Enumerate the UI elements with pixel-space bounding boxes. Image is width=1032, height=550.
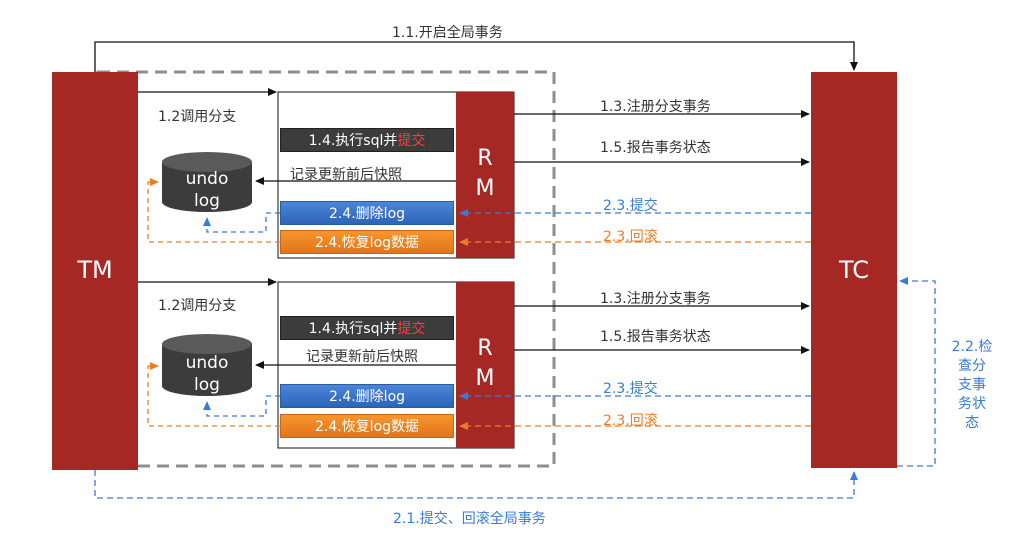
report2-label: 1.5.报告事务状态 — [600, 329, 711, 345]
restore-log2-button[interactable]: 2.4.恢复log数据 — [280, 414, 454, 438]
commit-rollback-global-arrow — [94, 470, 858, 499]
undo-log-db1-line2: log — [194, 191, 220, 211]
commit-rollback-global-label: 2.1.提交、回滚全局事务 — [393, 511, 546, 527]
check-status-line: 态 — [965, 415, 979, 431]
rm2-line1: R — [477, 336, 493, 361]
check-status-loop — [897, 277, 936, 467]
rm2-label: R M — [456, 334, 514, 394]
undo-log-db2-line2: log — [194, 375, 220, 395]
rollback1-label: 2.3.回滚 — [603, 229, 658, 245]
undo-log-db2-text: undo log — [162, 352, 252, 396]
call-branch1-label: 1.2调用分支 — [158, 109, 237, 125]
snapshot1-label: 记录更新前后快照 — [290, 167, 402, 183]
exec-sql1-button[interactable]: 1.4.执行sql并提交 — [280, 128, 454, 152]
tc-box — [811, 72, 897, 468]
check-status-line: 查分 — [958, 358, 986, 374]
delete-log1-button[interactable]: 2.4.删除log — [280, 201, 454, 225]
report1-label: 1.5.报告事务状态 — [600, 140, 711, 156]
exec-sql2-commit: 提交 — [397, 321, 426, 337]
exec-sql1-commit: 提交 — [397, 133, 426, 149]
rm1-label: R M — [456, 144, 514, 204]
restore1-to-db — [147, 178, 280, 243]
check-status-label: 2.2.检 查分 支事 务状 态 — [947, 338, 997, 433]
rm1-line1: R — [477, 146, 493, 171]
rm1-line2: M — [475, 176, 495, 201]
begin-global-arrow — [94, 41, 858, 72]
delete2-to-db — [203, 395, 280, 417]
delete-log2-button[interactable]: 2.4.删除log — [280, 384, 454, 408]
restore2-to-db — [147, 362, 280, 427]
exec-sql2-button[interactable]: 1.4.执行sql并提交 — [280, 316, 454, 340]
register1-label: 1.3.注册分支事务 — [600, 99, 711, 115]
commit1-label: 2.3.提交 — [603, 198, 658, 214]
snapshot2-label: 记录更新前后快照 — [306, 349, 418, 365]
call-branch2-label: 1.2调用分支 — [158, 298, 237, 314]
check-status-line: 务状 — [958, 396, 986, 412]
undo-log-db2-line1: undo — [185, 353, 229, 373]
undo-log-db2 — [162, 334, 252, 396]
check-status-line: 支事 — [958, 377, 986, 393]
tm-box — [52, 72, 138, 470]
undo-log-db1 — [162, 152, 252, 212]
rm2-box — [456, 282, 514, 448]
tm-label: TM — [77, 256, 113, 284]
restore-log1-button[interactable]: 2.4.恢复log数据 — [280, 230, 454, 254]
begin-global-label: 1.1.开启全局事务 — [392, 25, 503, 41]
check-status-line: 2.2.检 — [951, 339, 993, 355]
exec-sql2-prefix: 1.4.执行sql并 — [308, 321, 398, 337]
commit2-label: 2.3.提交 — [603, 381, 658, 397]
rm2-line2: M — [475, 366, 495, 391]
undo-log-db1-line1: undo — [185, 169, 229, 189]
tc-label: TC — [838, 256, 869, 284]
exec-sql1-prefix: 1.4.执行sql并 — [308, 133, 398, 149]
delete1-to-db — [203, 212, 280, 233]
rollback2-label: 2.3.回滚 — [603, 413, 658, 429]
register2-label: 1.3.注册分支事务 — [600, 291, 711, 307]
rm1-box — [456, 92, 514, 258]
undo-log-db1-text: undo log — [162, 168, 252, 212]
